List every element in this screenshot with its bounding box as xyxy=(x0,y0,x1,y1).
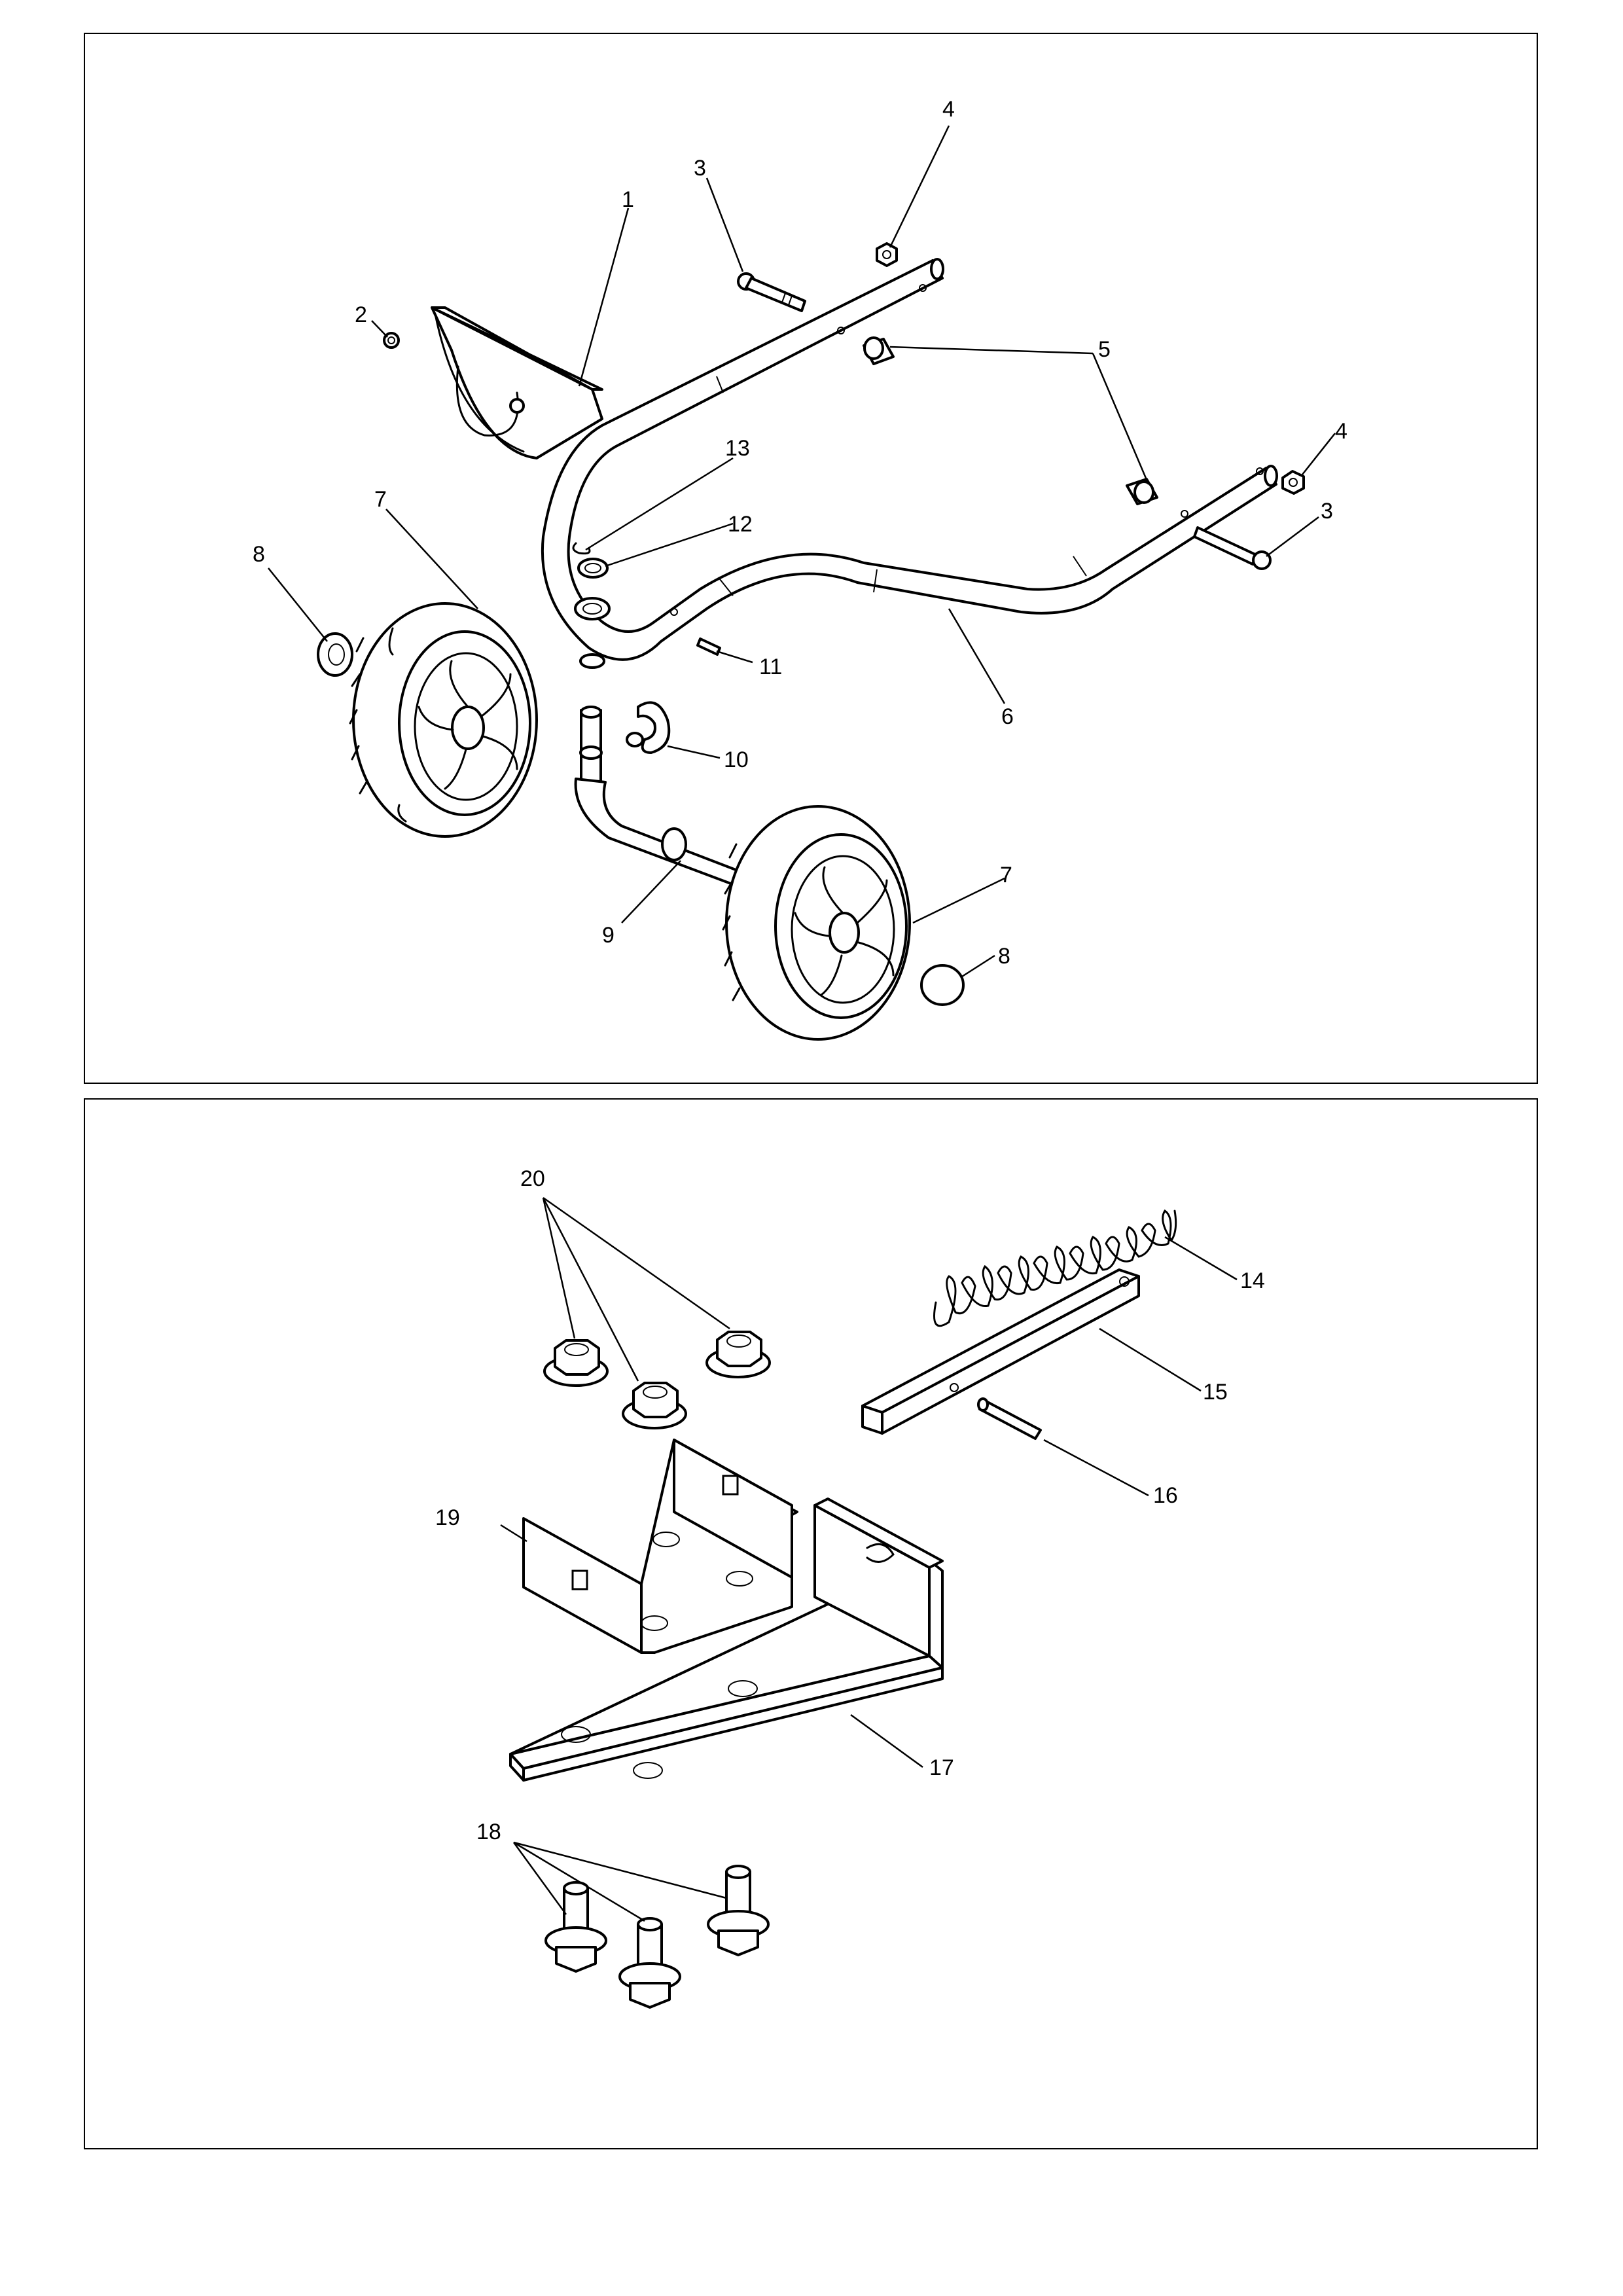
callout-20: 20 xyxy=(520,1166,545,1191)
part-3-bolt-lower xyxy=(1193,526,1272,570)
part-10-clip xyxy=(626,701,671,754)
callout-16: 16 xyxy=(1153,1483,1178,1508)
callout-13: 13 xyxy=(725,436,750,461)
callout-18: 18 xyxy=(476,1820,501,1844)
part-6-handle-frame xyxy=(541,258,1278,661)
part-18-flange-bolts xyxy=(544,1865,770,2009)
callout-5: 5 xyxy=(1098,337,1111,362)
callout-8-right: 8 xyxy=(998,944,1010,969)
part-20-flange-nuts xyxy=(543,1331,771,1429)
callout-7-left: 7 xyxy=(374,487,387,512)
callout-17: 17 xyxy=(929,1755,954,1780)
part-3-bolt-upper xyxy=(737,272,806,312)
callout-12: 12 xyxy=(728,512,753,537)
part-8-washer-left xyxy=(317,632,353,677)
callout-11: 11 xyxy=(759,655,782,679)
callout-8-left: 8 xyxy=(253,542,265,567)
callout-9: 9 xyxy=(602,923,615,948)
part-1-guard xyxy=(431,306,603,459)
part-5-spacers xyxy=(863,336,1158,505)
part-4-nut-upper xyxy=(876,242,898,267)
part-11-pin xyxy=(696,637,721,656)
part-14-spring xyxy=(933,1209,1177,1327)
leader-lines-top xyxy=(268,125,1336,978)
part-12-washer xyxy=(577,558,609,579)
part-17-l-plate xyxy=(509,1498,944,1782)
callout-14: 14 xyxy=(1240,1268,1265,1293)
callout-4-upper: 4 xyxy=(942,97,955,122)
part-8-cap-right xyxy=(920,964,965,1006)
part-7-wheel-right xyxy=(722,805,911,1041)
part-15-square-bar xyxy=(861,1268,1140,1435)
pivot-socket xyxy=(574,597,611,669)
callout-3-lower: 3 xyxy=(1321,499,1333,524)
callout-2: 2 xyxy=(355,302,367,327)
callout-10: 10 xyxy=(724,747,749,772)
callout-15: 15 xyxy=(1203,1380,1228,1405)
callout-7-right: 7 xyxy=(1000,863,1012,888)
part-19-u-bracket xyxy=(522,1439,798,1654)
part-13-clip xyxy=(572,542,591,555)
callout-4-lower: 4 xyxy=(1335,419,1347,444)
leader-lines-bottom xyxy=(500,1196,1238,1922)
callout-6: 6 xyxy=(1001,704,1014,729)
callout-19: 19 xyxy=(435,1505,460,1530)
part-16-pin xyxy=(977,1397,1042,1440)
callout-1: 1 xyxy=(622,187,634,212)
part-7-wheel-left xyxy=(349,602,538,838)
callout-3-upper: 3 xyxy=(694,156,706,181)
part-4-nut-lower xyxy=(1281,470,1305,495)
